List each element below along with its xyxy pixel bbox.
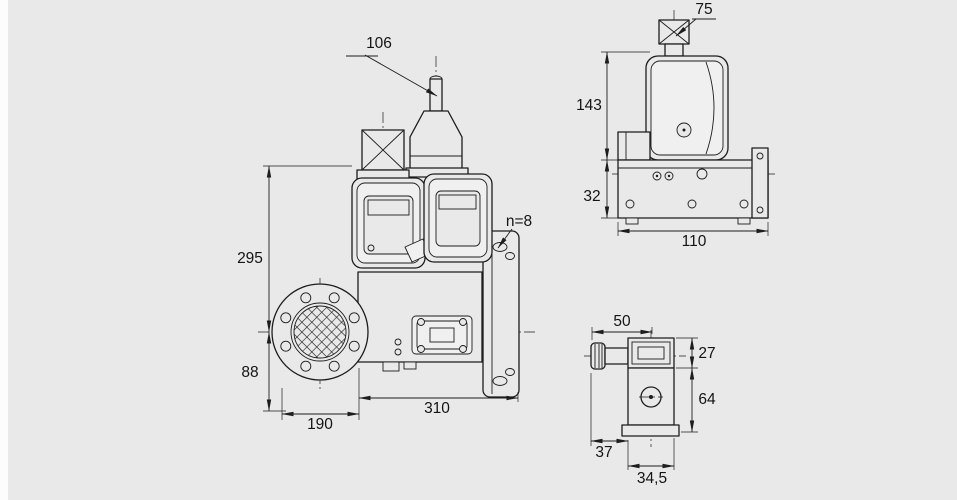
- base-plate: [621, 424, 680, 437]
- dim-295-label: 295: [237, 250, 263, 267]
- dim-106: 106: [346, 35, 438, 97]
- left-flange: [271, 283, 369, 381]
- detail-view-drawing: 50 27 64 37 34,5: [584, 313, 716, 487]
- dim-64: 64: [681, 367, 716, 433]
- dim-64-label: 64: [698, 391, 716, 408]
- dim-88: 88: [241, 331, 272, 412]
- dim-143: 143: [576, 51, 650, 161]
- side-valve-body: [617, 131, 769, 225]
- side-view-drawing: 75 143 32 110: [576, 1, 776, 250]
- dim-27-label: 27: [698, 345, 715, 362]
- dim-143-label: 143: [576, 97, 602, 114]
- dim-88-label: 88: [241, 364, 258, 381]
- detail-body: [621, 337, 680, 437]
- dim-310: 310: [358, 392, 519, 417]
- left-coil-cap: [356, 129, 410, 181]
- dim-37: 37: [590, 373, 629, 461]
- dim-32: 32: [583, 159, 618, 219]
- dim-34-5: 34,5: [627, 438, 675, 487]
- terminal-box: [411, 315, 473, 355]
- side-flange-plate: [751, 147, 769, 219]
- hydraulic-damper: [405, 75, 469, 178]
- page-left-margin: [0, 0, 8, 500]
- note-bolt-count: n=8: [497, 213, 532, 249]
- dim-110: 110: [617, 222, 769, 250]
- dim-50-label: 50: [613, 313, 631, 330]
- dim-190: 190: [281, 368, 360, 433]
- dim-110-label: 110: [682, 233, 707, 250]
- dim-34-5-label: 34,5: [637, 470, 667, 487]
- adjuster-knob: [590, 342, 629, 370]
- dim-310-label: 310: [424, 400, 450, 417]
- dim-27: 27: [676, 337, 716, 369]
- left-actuator: [351, 177, 431, 269]
- bolt-count-label: n=8: [506, 213, 532, 230]
- dim-106-label: 106: [366, 35, 392, 52]
- dim-50: 50: [591, 313, 653, 340]
- side-coil-cap: [658, 19, 690, 57]
- dim-37-label: 37: [595, 444, 612, 461]
- dim-75: 75: [675, 1, 716, 37]
- right-flange: [482, 230, 520, 398]
- dim-190-label: 190: [307, 416, 333, 433]
- side-coil-body: [645, 55, 729, 161]
- dim-32-label: 32: [583, 188, 600, 205]
- front-view-drawing: 106 295 88 190 310 n: [237, 35, 537, 433]
- right-actuator: [423, 173, 493, 263]
- strainer-mesh: [293, 305, 347, 359]
- dim-75-label: 75: [695, 1, 712, 18]
